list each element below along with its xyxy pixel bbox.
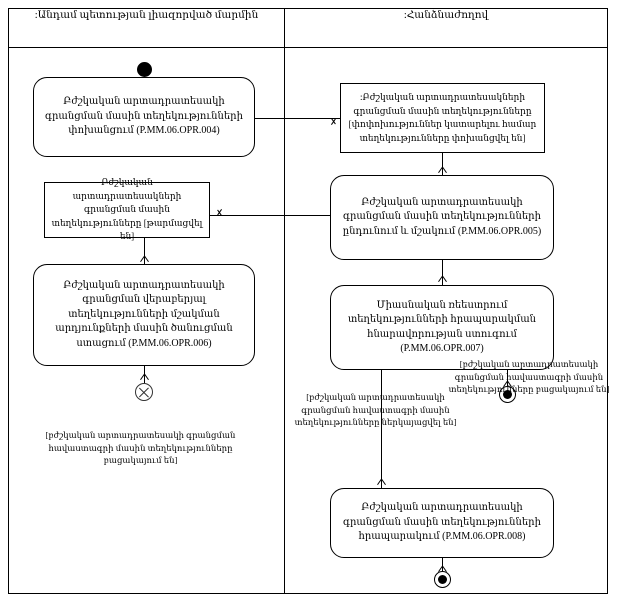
edge-opr004-to-object-transferred [255,118,340,119]
activity-opr004[interactable]: Բժշկական արտադրատեսակի գրանցման մասին տե… [33,77,255,157]
arrowhead-opr005-to-opr007 [438,275,447,285]
swimlane-title-member-state-authority: :Անդամ պետության լիազորված մարմին [34,10,259,21]
activity-opr007[interactable]: Միասնական ռեեստրում տեղեկությունների հրա… [330,285,554,370]
edge-object-updated-to-opr006 [144,238,145,264]
activity-final-node-bottom [434,571,451,588]
activity-opr008[interactable]: Բժշկական արտադրատեսակի գրանցման մասին տե… [330,488,554,558]
object-node-information-updated: Բժշկական արտադրատեսակների գրանցման մասին… [44,177,210,241]
edge-opr005-to-object-updated [210,215,330,216]
note-certificate-info-presented: [բժշկական արտադրատեսակի գրանցման հավաստա… [294,392,457,427]
flow-final-node-left [135,383,153,401]
edge-object-transferred-to-opr005 [442,153,443,175]
edge-opr005-to-opr007 [442,260,443,285]
activity-opr006[interactable]: Բժշկական արտադրատեսակի գրանցման վերաբերյ… [33,264,255,366]
swimlane-vertical-divider [284,8,285,594]
note-certificate-info-absent-left: [բժշկական արտադրատեսակի գրանցման հավաստա… [45,430,236,465]
activity-final-node-mid [499,386,516,403]
initial-node [137,62,152,77]
arrowhead-opr007-to-opr008 [377,478,386,488]
arrowhead-opr006-to-flow-final [140,373,149,383]
arrowhead-opr005-to-object-updated [211,209,223,220]
activity-opr005[interactable]: Բժշկական արտադրատեսակի գրանցման մասին տե… [330,175,554,260]
edge-opr007-to-final-mid [507,370,508,389]
swimlane-frame [8,8,608,594]
edge-opr007-to-opr008 [381,370,382,488]
swimlane-title-commission: :Հանձնաժողով [403,10,489,21]
note-certificate-info-absent-right: [բժշկական արտադրատեսակի գրանցման հավաստա… [448,359,610,394]
object-node-information-transferred: :Բժշկական արտադրատեսակների գրանցման մասի… [340,83,545,153]
swimlane-header-divider [8,47,608,48]
